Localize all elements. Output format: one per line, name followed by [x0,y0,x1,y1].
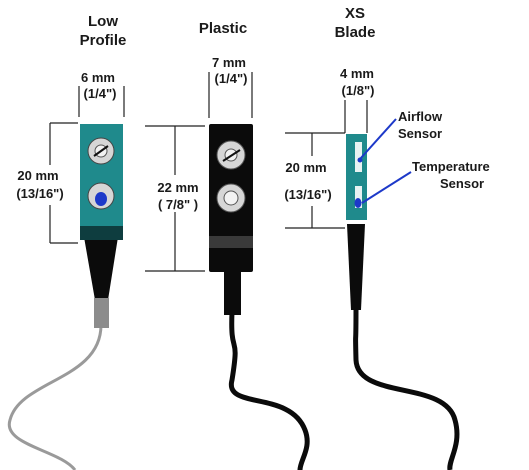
xs-blade-temperature-window [355,186,362,208]
low-profile-sensor: Low Profile 6 mm (1/4") 20 mm (13/16") [7,13,127,470]
plastic-title: Plastic [199,20,247,37]
plastic-width-in: (1/4") [215,71,248,86]
xs-blade-height-in: (13/16") [284,187,331,202]
temperature-callout-line2: Sensor [440,176,484,191]
low-profile-title-line1: Low [88,13,118,30]
plastic-cable [228,311,310,470]
plastic-height-mm: 22 mm [157,180,198,195]
low-profile-height-mm: 20 mm [17,168,58,183]
low-profile-title-line2: Profile [80,32,127,49]
airflow-callout-line [359,118,397,160]
airflow-callout-line2: Sensor [398,126,442,141]
low-profile-height-in: (13/16") [16,186,63,201]
plastic-width-mm: 7 mm [212,55,246,70]
xs-blade-width-mm: 4 mm [340,66,374,81]
low-profile-temperature-element [95,192,107,206]
airflow-callout-dot [357,157,363,163]
low-profile-cable [7,324,103,470]
xs-blade-airflow-window [355,142,362,172]
xs-blade-temperature-element [354,198,362,208]
temperature-callout-line1: Temperature [412,159,490,174]
plastic-body-band [209,236,253,248]
xs-blade-sensor: XS Blade 4 mm (1/8") 20 mm (13/16") Airf… [284,5,490,470]
xs-blade-title-line2: Blade [335,24,376,41]
xs-blade-cable [353,304,460,470]
plastic-sensor: Plastic 7 mm (1/4") 22 mm ( 7/8" ) [145,20,310,470]
xs-blade-title-line1: XS [345,5,365,22]
low-profile-cable-sleeve [94,298,109,328]
airflow-callout-line1: Airflow [398,109,443,124]
plastic-height-in: ( 7/8" ) [158,197,198,212]
plastic-strain-relief [224,270,241,315]
xs-blade-height-mm: 20 mm [285,160,326,175]
low-profile-strain-relief [84,237,118,300]
low-profile-width-mm: 6 mm [81,70,115,85]
low-profile-head-band [80,226,123,240]
plastic-airflow-element [222,149,241,162]
low-profile-width-in: (1/4") [84,86,117,101]
xs-blade-strain-relief [347,224,365,310]
xs-blade-width-in: (1/8") [342,83,375,98]
plastic-temperature-inner [223,190,239,206]
temperature-callout-line [361,171,412,204]
low-profile-airflow-element [93,145,109,157]
